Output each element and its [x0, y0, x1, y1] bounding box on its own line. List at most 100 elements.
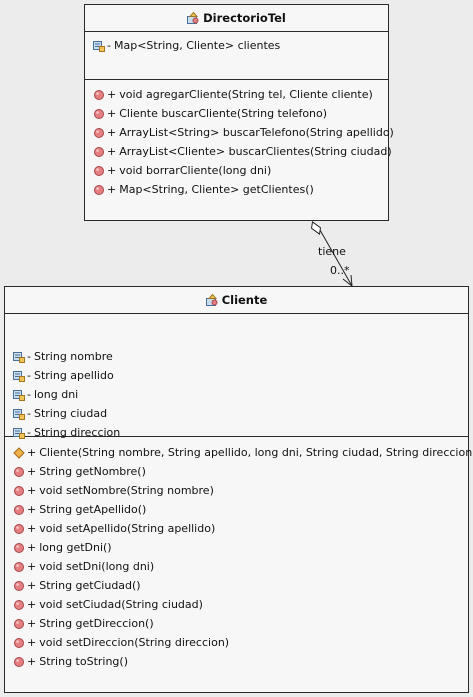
- method-row[interactable]: +String toString(): [5, 652, 468, 671]
- visibility-marker: +: [107, 107, 117, 120]
- method-row[interactable]: +Map<String, Cliente> getClientes(): [85, 180, 388, 199]
- relation-line: [319, 229, 353, 287]
- method-icon: [14, 656, 24, 667]
- visibility-marker: +: [27, 522, 37, 535]
- method-row[interactable]: +String getDireccion(): [5, 614, 468, 633]
- method-row[interactable]: +Cliente(String nombre, String apellido,…: [5, 443, 473, 462]
- member-signature: void setApellido(String apellido): [39, 522, 216, 535]
- field-icon: [13, 389, 25, 401]
- method-row[interactable]: +void setApellido(String apellido): [5, 519, 468, 538]
- member-signature: void agregarCliente(String tel, Cliente …: [119, 88, 373, 101]
- method-row[interactable]: +ArrayList<String> buscarTelefono(String…: [85, 123, 394, 142]
- member-signature: String getNombre(): [39, 465, 146, 478]
- method-row[interactable]: +long getDni(): [5, 538, 468, 557]
- member-signature: void setDni(long dni): [39, 560, 155, 573]
- aggregation-diamond: [310, 221, 322, 235]
- method-row[interactable]: +void setDireccion(String direccion): [5, 633, 468, 652]
- field-icon: [93, 40, 105, 52]
- visibility-marker: +: [27, 579, 37, 592]
- member-signature: Map<String, Cliente> clientes: [113, 39, 281, 52]
- attributes-section: -Map<String, Cliente> clientes: [85, 32, 388, 80]
- method-icon: [14, 637, 24, 648]
- method-row[interactable]: +void setNombre(String nombre): [5, 481, 468, 500]
- method-icon: [14, 466, 24, 477]
- member-signature: void setNombre(String nombre): [39, 484, 214, 497]
- method-row[interactable]: +void agregarCliente(String tel, Cliente…: [85, 85, 388, 104]
- visibility-marker: -: [27, 426, 31, 439]
- attribute-row[interactable]: -String apellido: [5, 366, 468, 385]
- relation-arrowhead: [342, 274, 353, 288]
- method-icon: [14, 542, 24, 553]
- member-signature: void borrarCliente(long dni): [119, 164, 272, 177]
- field-icon: [13, 427, 25, 439]
- field-icon: [13, 408, 25, 420]
- class-name: DirectorioTel: [203, 11, 286, 25]
- method-row[interactable]: +String getCiudad(): [5, 576, 468, 595]
- visibility-marker: +: [27, 465, 37, 478]
- member-signature: String direccion: [33, 426, 121, 439]
- member-signature: Cliente buscarCliente(String telefono): [119, 107, 328, 120]
- member-signature: String apellido: [33, 369, 114, 382]
- member-signature: String nombre: [33, 350, 113, 363]
- member-signature: void setDireccion(String direccion): [39, 636, 230, 649]
- visibility-marker: +: [107, 126, 117, 139]
- method-icon: [14, 618, 24, 629]
- method-icon: [14, 485, 24, 496]
- attribute-row[interactable]: -long dni: [5, 385, 468, 404]
- method-icon: [94, 127, 104, 138]
- member-signature: long getDni(): [39, 541, 112, 554]
- relation-multiplicity: 0..*: [330, 264, 350, 277]
- visibility-marker: -: [27, 369, 31, 382]
- visibility-marker: +: [107, 88, 117, 101]
- method-icon: [14, 561, 24, 572]
- visibility-marker: +: [107, 183, 117, 196]
- attribute-row[interactable]: -String ciudad: [5, 404, 468, 423]
- method-icon: [94, 184, 104, 195]
- visibility-marker: +: [27, 598, 37, 611]
- field-icon: [13, 370, 25, 382]
- visibility-marker: +: [27, 617, 37, 630]
- method-icon: [14, 523, 24, 534]
- visibility-marker: +: [27, 636, 37, 649]
- method-row[interactable]: +void setCiudad(String ciudad): [5, 595, 468, 614]
- constructor-icon: [13, 446, 25, 459]
- method-icon: [14, 580, 24, 591]
- attribute-row[interactable]: -Map<String, Cliente> clientes: [85, 36, 388, 55]
- method-row[interactable]: +void borrarCliente(long dni): [85, 161, 388, 180]
- relation-label: tiene: [318, 245, 346, 258]
- method-icon: [94, 146, 104, 157]
- visibility-marker: +: [27, 541, 37, 554]
- member-signature: String getDireccion(): [39, 617, 154, 630]
- method-row[interactable]: +Cliente buscarCliente(String telefono): [85, 104, 388, 123]
- class-icon: [187, 12, 199, 24]
- class-header: DirectorioTel: [85, 5, 388, 32]
- visibility-marker: +: [107, 164, 117, 177]
- attribute-row[interactable]: -String direccion: [5, 423, 468, 442]
- method-icon: [94, 89, 104, 100]
- method-icon: [14, 504, 24, 515]
- method-row[interactable]: +void setDni(long dni): [5, 557, 468, 576]
- attribute-row[interactable]: -String nombre: [5, 347, 468, 366]
- class-header: Cliente: [5, 287, 468, 314]
- method-row[interactable]: +String getNombre(): [5, 462, 468, 481]
- visibility-marker: +: [27, 560, 37, 573]
- member-signature: Cliente(String nombre, String apellido, …: [39, 446, 473, 459]
- class-icon: [205, 294, 218, 306]
- member-signature: ArrayList<Cliente> buscarClientes(String…: [119, 145, 392, 158]
- method-row[interactable]: +String getApellido(): [5, 500, 468, 519]
- visibility-marker: -: [107, 39, 111, 52]
- method-row[interactable]: +ArrayList<Cliente> buscarClientes(Strin…: [85, 142, 392, 161]
- visibility-marker: +: [27, 446, 37, 459]
- methods-section: +Cliente(String nombre, String apellido,…: [5, 437, 473, 692]
- attributes-section: -String nombre-String apellido-long dni-…: [5, 314, 468, 439]
- member-signature: long dni: [33, 388, 79, 401]
- class-directoriotel[interactable]: DirectorioTel -Map<String, Cliente> clie…: [84, 4, 394, 221]
- method-icon: [14, 599, 24, 610]
- visibility-marker: -: [27, 388, 31, 401]
- visibility-marker: +: [27, 655, 37, 668]
- class-cliente[interactable]: Cliente -String nombre-String apellido-l…: [4, 286, 473, 693]
- member-signature: String getApellido(): [39, 503, 147, 516]
- member-signature: String toString(): [39, 655, 128, 668]
- visibility-marker: +: [107, 145, 117, 158]
